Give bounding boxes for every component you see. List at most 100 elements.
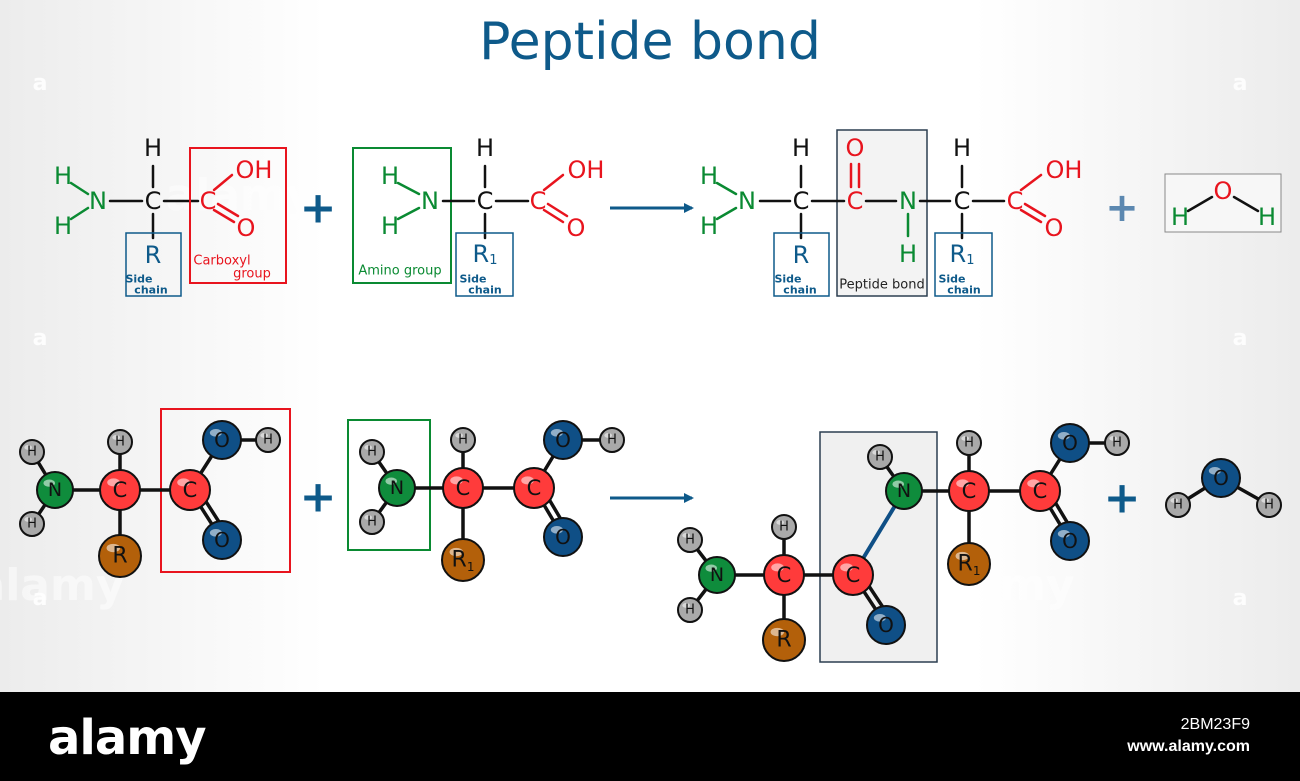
atom-label: H bbox=[115, 435, 125, 450]
h-atom: H bbox=[381, 162, 399, 190]
peptide-bond-diagram: aaaaaaaaaaaaaaaalamyalamyalamyalamyalamy… bbox=[0, 0, 1300, 692]
highlight bbox=[385, 477, 397, 485]
highlight bbox=[955, 551, 970, 561]
c-carboxyl-atom: C bbox=[200, 187, 217, 215]
atom-label: H bbox=[964, 436, 974, 451]
atom-label: O bbox=[555, 428, 571, 452]
o-atom: O bbox=[846, 134, 865, 162]
highlight bbox=[892, 480, 904, 488]
watermark-letter: a bbox=[653, 71, 668, 96]
atom-label: H bbox=[685, 533, 695, 548]
bond-line bbox=[1019, 173, 1043, 192]
watermark-letter: a bbox=[1233, 71, 1248, 96]
h-atom: H bbox=[953, 134, 971, 162]
carboxyl-label: Carboxyl bbox=[193, 254, 250, 269]
bond-line bbox=[69, 181, 90, 196]
c-carbonyl-atom: C bbox=[847, 187, 864, 215]
n-atom: N bbox=[89, 187, 107, 215]
bond-line bbox=[396, 206, 421, 221]
highlight bbox=[1027, 479, 1040, 488]
plus-sign: + bbox=[1104, 473, 1141, 524]
highlight bbox=[364, 445, 372, 450]
side-chain-box bbox=[934, 232, 993, 297]
atom-label: O bbox=[1062, 431, 1078, 455]
highlight bbox=[112, 435, 121, 440]
o-atom: O bbox=[1045, 214, 1064, 242]
highlight bbox=[1208, 466, 1222, 475]
n-atom: N bbox=[421, 187, 439, 215]
atom-label: H bbox=[263, 433, 273, 448]
c-alpha-atom: C bbox=[793, 187, 810, 215]
highlight bbox=[106, 543, 120, 553]
atom-label: C bbox=[962, 479, 977, 503]
image-id: 2BM23F9 bbox=[1180, 716, 1250, 733]
atom-label: O bbox=[1062, 529, 1078, 553]
atom-label: C bbox=[527, 476, 542, 500]
highlight bbox=[771, 563, 784, 572]
atom-label: C bbox=[777, 563, 792, 587]
h-atom: H bbox=[381, 212, 399, 240]
bond-line bbox=[1186, 195, 1214, 213]
bond-line bbox=[546, 202, 569, 218]
highlight bbox=[24, 445, 32, 450]
atom-label: N bbox=[390, 477, 404, 499]
watermark-letter: a bbox=[318, 326, 333, 351]
amino-group-box bbox=[347, 419, 431, 551]
watermark-letter: a bbox=[1233, 326, 1248, 351]
carboxyl-group-box bbox=[189, 147, 287, 284]
highlight bbox=[24, 517, 32, 522]
side-chain-box bbox=[773, 232, 830, 297]
highlight bbox=[364, 515, 372, 520]
atom-label: C bbox=[113, 478, 128, 502]
highlight bbox=[872, 450, 880, 455]
atom-label: N bbox=[48, 479, 62, 501]
h-atom: H bbox=[476, 134, 494, 162]
bond-line bbox=[1023, 202, 1047, 218]
o-atom: O bbox=[237, 214, 256, 242]
atom-label: H bbox=[27, 445, 37, 460]
highlight bbox=[682, 533, 690, 538]
amino-group-label: Amino group bbox=[358, 264, 441, 279]
atom-label: H bbox=[779, 520, 789, 535]
atom-label: H bbox=[607, 433, 617, 448]
peptide-bond-box bbox=[836, 129, 928, 297]
r1-label: R1 bbox=[473, 240, 498, 268]
atom-label: O bbox=[555, 525, 571, 549]
atom-label: O bbox=[878, 613, 894, 637]
highlight bbox=[550, 525, 563, 534]
highlight bbox=[260, 433, 268, 438]
h-atom: H bbox=[1171, 203, 1189, 231]
h-atom: H bbox=[792, 134, 810, 162]
watermark-letter: a bbox=[933, 71, 948, 96]
bond-line bbox=[715, 181, 738, 196]
water-box bbox=[1164, 173, 1282, 233]
plus-sign: + bbox=[1105, 185, 1139, 231]
atom-label: O bbox=[1213, 466, 1229, 490]
c-carboxyl-atom: C bbox=[530, 187, 547, 215]
highlight bbox=[1261, 498, 1270, 503]
highlight bbox=[776, 520, 784, 525]
atom-label: C bbox=[1033, 479, 1048, 503]
background bbox=[0, 0, 1300, 692]
bond-line bbox=[1232, 195, 1260, 213]
chain-label: chain bbox=[468, 284, 501, 297]
r-label: R bbox=[793, 241, 810, 269]
atom-label: H bbox=[1173, 498, 1183, 513]
side-label: Side bbox=[125, 273, 152, 286]
c-alpha-atom: C bbox=[477, 187, 494, 215]
atom-label: H bbox=[1264, 498, 1274, 513]
highlight bbox=[1109, 436, 1118, 441]
peptide-bond-label: Peptide bond bbox=[839, 278, 924, 293]
atom-label: N bbox=[897, 480, 911, 502]
group-label: group bbox=[233, 267, 271, 282]
c-carboxyl-atom: C bbox=[1007, 187, 1024, 215]
watermark-text: alamy bbox=[686, 170, 835, 221]
atom-label: H bbox=[27, 517, 37, 532]
watermark-letter: a bbox=[653, 326, 668, 351]
bond-line bbox=[715, 206, 738, 221]
h-atom: H bbox=[54, 212, 72, 240]
plus-sign: + bbox=[300, 472, 337, 523]
highlight bbox=[840, 563, 853, 572]
